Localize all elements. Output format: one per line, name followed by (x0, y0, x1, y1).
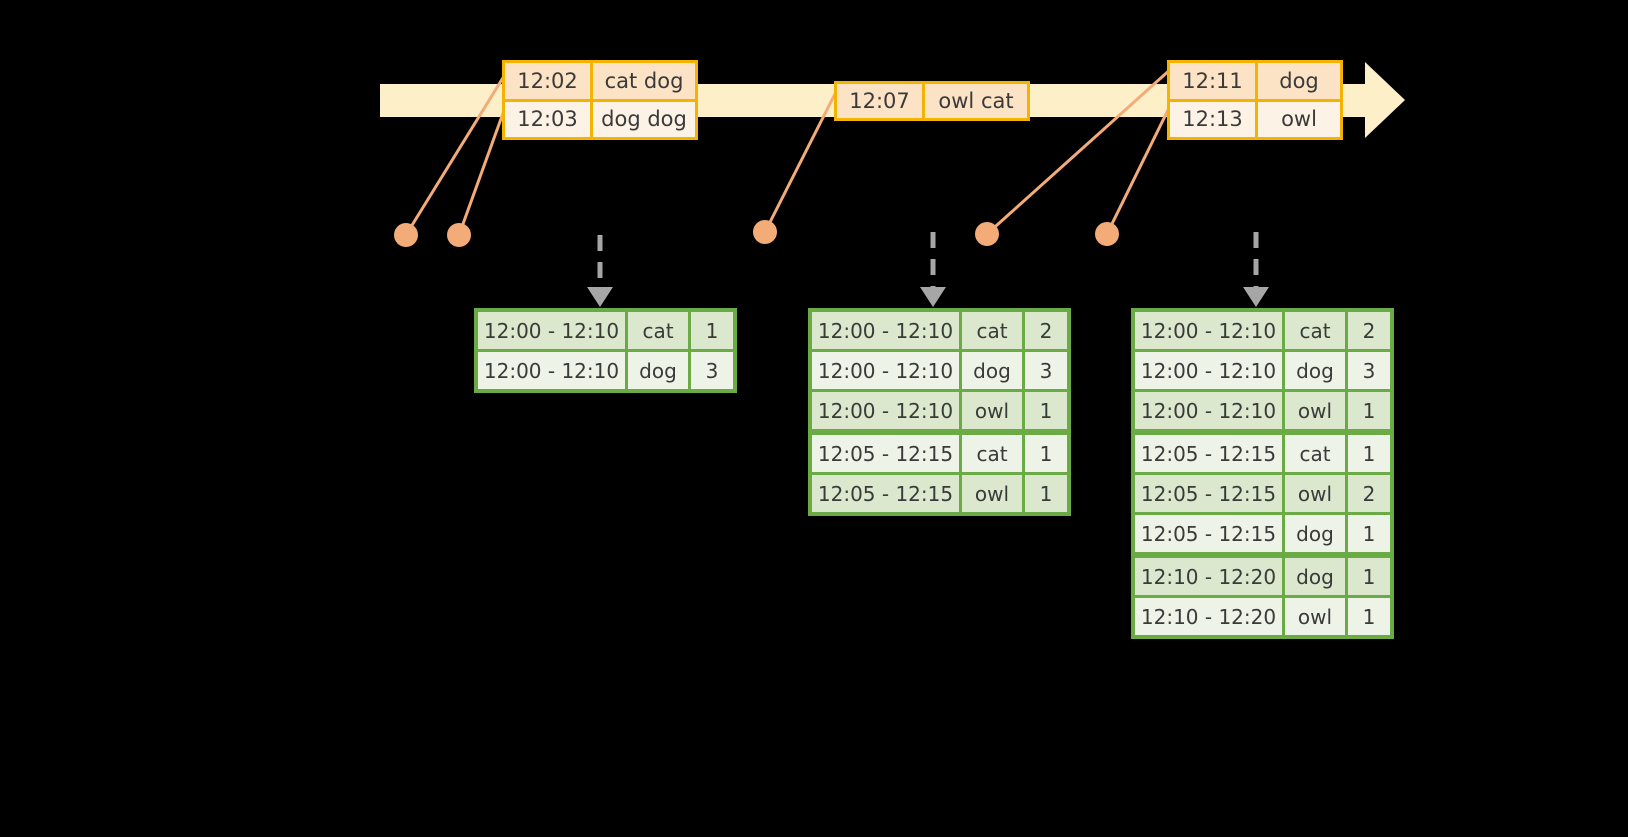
event-row[interactable]: 12:13 owl (1170, 98, 1340, 137)
cell-count: 3 (691, 352, 733, 389)
cell-window: 12:05 - 12:15 (812, 475, 959, 512)
cell-window: 12:00 - 12:10 (812, 312, 959, 349)
cell-window: 12:00 - 12:10 (1135, 352, 1282, 389)
cell-key: owl (1285, 475, 1345, 512)
connector-dot-3 (753, 220, 777, 244)
event-time: 12:13 (1170, 101, 1258, 137)
event-box-1[interactable]: 12:02 cat dog 12:03 dog dog (502, 60, 698, 140)
cell-window: 12:00 - 12:10 (1135, 312, 1282, 349)
connector-dot-4 (975, 222, 999, 246)
timeline-arrowhead (1365, 62, 1405, 138)
cell-window: 12:00 - 12:10 (1135, 392, 1282, 429)
cell-count: 1 (1348, 515, 1390, 552)
cell-key: owl (1285, 598, 1345, 635)
cell-key: owl (962, 475, 1022, 512)
cell-window: 12:00 - 12:10 (812, 352, 959, 389)
cell-key: cat (1285, 312, 1345, 349)
cell-count: 2 (1348, 312, 1390, 349)
event-row[interactable]: 12:03 dog dog (505, 98, 695, 137)
cell-count: 3 (1025, 352, 1067, 389)
event-value: cat dog (593, 63, 695, 99)
dashed-arrow-2-head (920, 287, 946, 307)
cell-count: 2 (1025, 312, 1067, 349)
connector-line-5 (1105, 105, 1172, 235)
event-value: dog (1258, 63, 1340, 99)
cell-key: owl (1285, 392, 1345, 429)
event-time: 12:07 (837, 84, 925, 118)
event-value: owl cat (925, 84, 1027, 118)
cell-window: 12:00 - 12:10 (478, 312, 625, 349)
cell-key: cat (1285, 435, 1345, 472)
cell-key: owl (962, 392, 1022, 429)
event-value: dog dog (593, 101, 695, 137)
cell-key: dog (628, 352, 688, 389)
cell-window: 12:10 - 12:20 (1135, 598, 1282, 635)
cell-window: 12:05 - 12:15 (812, 435, 959, 472)
connector-dot-2 (447, 223, 471, 247)
event-row[interactable]: 12:02 cat dog (505, 63, 695, 99)
event-time: 12:03 (505, 101, 593, 137)
cell-window: 12:05 - 12:15 (1135, 515, 1282, 552)
connector-line-2 (457, 104, 508, 236)
connector-dot-1 (394, 223, 418, 247)
cell-window: 12:05 - 12:15 (1135, 435, 1282, 472)
event-row[interactable]: 12:07 owl cat (837, 84, 1027, 118)
cell-count: 1 (1348, 598, 1390, 635)
event-time: 12:11 (1170, 63, 1258, 99)
cell-key: dog (962, 352, 1022, 389)
cell-count: 1 (1025, 435, 1067, 472)
cell-count: 3 (1348, 352, 1390, 389)
cell-count: 2 (1348, 475, 1390, 512)
cell-key: cat (962, 312, 1022, 349)
event-value: owl (1258, 101, 1340, 137)
event-box-2[interactable]: 12:07 owl cat (834, 81, 1030, 121)
event-time: 12:02 (505, 63, 593, 99)
event-box-3[interactable]: 12:11 dog 12:13 owl (1167, 60, 1343, 140)
cell-key: dog (1285, 352, 1345, 389)
cell-count: 1 (1025, 392, 1067, 429)
dashed-arrow-3-head (1243, 287, 1269, 307)
cell-window: 12:05 - 12:15 (1135, 475, 1282, 512)
cell-count: 1 (1348, 435, 1390, 472)
cell-key: dog (1285, 558, 1345, 595)
cell-count: 1 (691, 312, 733, 349)
cell-window: 12:00 - 12:10 (478, 352, 625, 389)
cell-window: 12:00 - 12:10 (812, 392, 959, 429)
cell-count: 1 (1348, 558, 1390, 595)
cell-count: 1 (1025, 475, 1067, 512)
dashed-arrow-1-head (587, 287, 613, 307)
cell-key: dog (1285, 515, 1345, 552)
cell-count: 1 (1348, 392, 1390, 429)
cell-key: cat (628, 312, 688, 349)
event-row[interactable]: 12:11 dog (1170, 63, 1340, 99)
cell-key: cat (962, 435, 1022, 472)
connector-dot-5 (1095, 222, 1119, 246)
cell-window: 12:10 - 12:20 (1135, 558, 1282, 595)
